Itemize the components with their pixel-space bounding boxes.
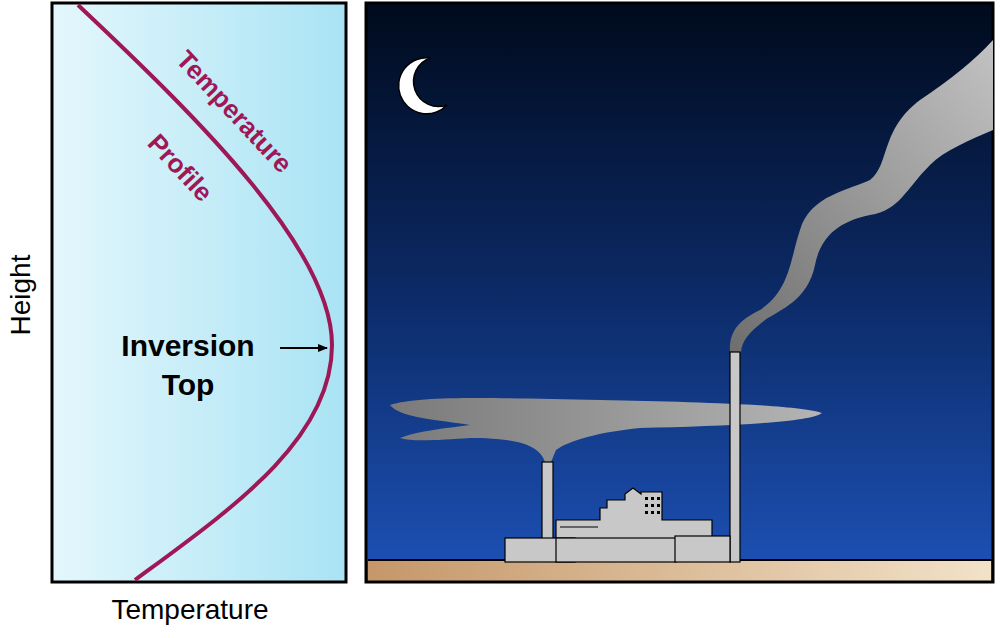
chart-panel	[52, 3, 346, 582]
panel-frame	[366, 3, 993, 582]
factory-windows	[645, 497, 660, 514]
axis-label: Temperature	[111, 593, 268, 627]
factory	[505, 352, 740, 562]
callout-label: Inversion Top	[103, 326, 273, 404]
trapped-plume	[390, 398, 822, 462]
axis-label: Height	[4, 255, 38, 336]
pointer-arrow	[280, 347, 327, 349]
night-sky	[366, 3, 993, 582]
moon	[399, 58, 447, 114]
ground	[368, 560, 991, 581]
temperature-curve	[78, 5, 332, 580]
rising-plume	[730, 40, 993, 352]
